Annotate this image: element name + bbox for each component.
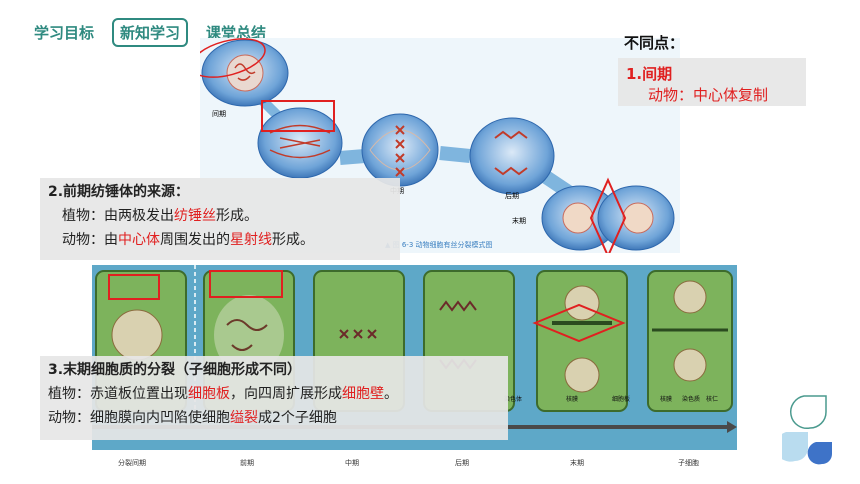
leaf-outline-icon	[789, 395, 827, 430]
plant-cell-6	[647, 270, 733, 412]
stage-anaphase: 后期	[455, 459, 469, 467]
anaphase-cell	[469, 117, 555, 195]
point2-animal-suffix: 形成。	[272, 232, 314, 248]
point3-constriction: 缢裂	[230, 410, 258, 426]
point2-title: 2.前期纺锤体的来源：	[48, 184, 190, 200]
point2-astral-rays: 星射线	[230, 232, 272, 248]
point3-plant-line: 植物：赤道板位置出现细胞板，向四周扩展形成细胞壁。	[48, 382, 508, 406]
point2-centrosome: 中心体	[118, 232, 160, 248]
label-interphase: 间期	[212, 110, 226, 118]
aster-highlight-box	[261, 100, 335, 132]
point3-plant-prefix: 植物：赤道板位置出现	[48, 386, 188, 402]
point3-plant-mid: ，向四周扩展形成	[230, 386, 342, 402]
point2-plant-prefix: 植物：由两极发出	[62, 208, 174, 224]
nav-item-objectives[interactable]: 学习目标	[34, 24, 95, 42]
point2-box: 2.前期纺锤体的来源： 植物：由两极发出纺锤丝形成。 动物：由中心体周围发出的星…	[40, 178, 400, 260]
point3-box: 3.末期细胞质的分裂（子细胞形成不同） 植物：赤道板位置出现细胞板，向四周扩展形…	[40, 356, 508, 440]
point2-animal-mid: 周围发出的	[160, 232, 230, 248]
point3-animal-line: 动物：细胞膜向内凹陷使细胞缢裂成2个子细胞	[48, 406, 508, 430]
prophase-cell	[257, 107, 343, 179]
nav-item-summary[interactable]: 课堂总结	[206, 24, 267, 42]
label-anaphase: 后期	[505, 191, 519, 200]
animal-cell-diagram: 间期 中期 后期 末期 ▲ 图 6-3 动物细胞有丝分裂模式图	[190, 38, 680, 259]
point2-animal-prefix: 动物：由	[62, 232, 118, 248]
small-label-chromosome: 染色体	[504, 395, 522, 403]
point3-cell-wall: 细胞壁	[342, 386, 384, 402]
point1-text: 动物：中心体复制	[648, 86, 769, 104]
point2-animal-line: 动物：由中心体周围发出的星射线形成。	[48, 228, 400, 252]
small-label-nuclear-membrane: 核膜	[566, 395, 578, 403]
cell-plate-highlight	[532, 303, 626, 343]
small-label-nucleolus: 核仁	[706, 395, 718, 403]
plant-cell-5	[532, 270, 628, 412]
stage-prophase: 前期	[240, 459, 254, 467]
point3-cell-plate: 细胞板	[188, 386, 230, 402]
small-label-cell-plate: 细胞板	[612, 395, 630, 403]
point3-plant-suffix: 。	[384, 386, 398, 402]
point3-animal-suffix: 成2个子细胞	[258, 410, 337, 426]
label-telophase: 末期	[512, 216, 526, 225]
animal-mitosis-illustration: 间期 中期 后期 末期 ▲ 图 6-3 动物细胞有丝分裂模式图	[190, 38, 675, 259]
leaf-light-icon	[782, 432, 808, 462]
stage-interphase: 分裂间期	[118, 459, 146, 467]
differences-title: 不同点：	[624, 34, 685, 52]
differences-section: 不同点：	[624, 32, 684, 53]
metaphase-cell	[361, 113, 439, 187]
point1-title: 1.间期	[626, 65, 673, 83]
leaf-dark-icon	[807, 442, 832, 465]
point3-animal-prefix: 动物：细胞膜向内凹陷使细胞	[48, 410, 230, 426]
decorative-leaves	[782, 395, 832, 465]
stage-telophase: 末期	[570, 459, 584, 467]
small-label-nuclear-membrane-2: 核膜	[660, 395, 672, 403]
point1-box: 1.间期 动物：中心体复制	[618, 58, 806, 106]
stage-daughter-cells: 子细胞	[678, 459, 699, 467]
stage-metaphase: 中期	[345, 459, 359, 467]
point2-plant-line: 植物：由两极发出纺锤丝形成。	[48, 204, 400, 228]
nav-item-new-learning[interactable]: 新知学习	[112, 18, 189, 47]
point2-spindle-fiber: 纺锤丝	[174, 208, 216, 224]
figure-caption: ▲ 图 6-3 动物细胞有丝分裂模式图	[385, 240, 493, 249]
point2-plant-suffix: 形成。	[216, 208, 258, 224]
small-label-chromatin: 染色质	[682, 395, 700, 403]
point3-title: 3.末期细胞质的分裂（子细胞形成不同）	[48, 362, 302, 378]
top-nav: 学习目标 新知学习 课堂总结	[34, 18, 266, 47]
